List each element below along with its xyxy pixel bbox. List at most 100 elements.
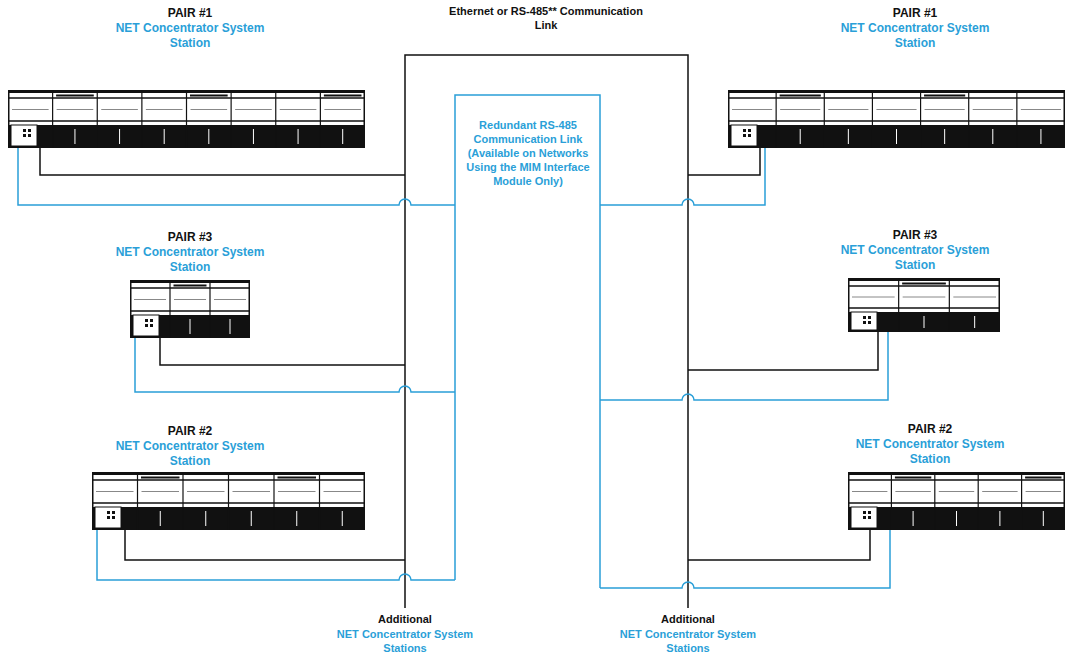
module-detail [230, 319, 231, 334]
interface-port [23, 134, 26, 137]
module-detail [146, 109, 183, 110]
module-detail [253, 129, 254, 144]
module-detail [924, 316, 925, 328]
link-label: Redundant RS-485 Communication Link (Ava… [462, 118, 594, 188]
interface-port [868, 511, 871, 514]
module-detail [876, 109, 916, 110]
module-divider [137, 472, 138, 530]
station-cabinet [728, 90, 1065, 148]
module-detail [174, 299, 206, 300]
station-node: PAIR #2NET Concentrator System Station [840, 422, 1065, 530]
module-divider [209, 280, 210, 338]
cabinet-top [848, 472, 1065, 475]
interface-port [145, 319, 148, 322]
interface-port [748, 134, 751, 137]
module-detail [992, 129, 993, 144]
interface-module [133, 315, 159, 336]
module-detail [953, 297, 996, 298]
interface-port [748, 129, 751, 132]
module-detail [848, 129, 849, 144]
note-label: NET Concentrator System Stations [603, 627, 773, 655]
interface-port [28, 129, 31, 132]
interface-port [863, 511, 866, 514]
station-cabinet [130, 280, 250, 338]
module-divider [891, 472, 892, 530]
interface-port [863, 316, 866, 319]
cabinet-row [848, 307, 1000, 309]
module-detail [205, 511, 206, 526]
module-detail [74, 129, 75, 144]
module-detail [208, 129, 209, 144]
station-node: PAIR #2NET Concentrator System Station [92, 424, 365, 530]
module-detail [1040, 129, 1041, 144]
interface-port [863, 516, 866, 519]
cabinet-base [848, 312, 1000, 332]
interface-port [23, 129, 26, 132]
interface-port [868, 316, 871, 319]
module-display [278, 477, 316, 478]
cabinet-top [848, 278, 1000, 281]
module-detail [278, 491, 316, 492]
station-name: NET Concentrator System Station [840, 437, 1020, 467]
module-detail [852, 491, 887, 492]
station-cabinet-box [728, 90, 1065, 152]
module-detail [187, 491, 225, 492]
station-cabinet-box [848, 472, 1065, 534]
module-divider [319, 472, 320, 530]
module-detail [342, 129, 343, 144]
interface-port [863, 321, 866, 324]
cabinet-outline [93, 473, 365, 530]
note-label: Additional [360, 612, 450, 626]
station-cabinet-box [130, 280, 250, 342]
interface-module [851, 312, 877, 330]
module-divider [824, 90, 825, 148]
module-detail [164, 129, 165, 144]
module-detail [296, 511, 297, 526]
station-cabinet [8, 90, 365, 148]
module-detail [732, 109, 772, 110]
module-detail [939, 491, 974, 492]
station-node: PAIR #3NET Concentrator System Station [100, 230, 280, 338]
module-divider [169, 280, 170, 338]
module-display [903, 283, 946, 284]
interface-port [150, 319, 153, 322]
module-divider [898, 278, 899, 332]
interface-module [851, 507, 877, 528]
interface-port [112, 511, 115, 514]
module-detail [190, 319, 191, 334]
module-divider [273, 472, 274, 530]
module-detail [956, 511, 957, 526]
cabinet-outline [9, 91, 365, 148]
station-name: NET Concentrator System Station [100, 21, 280, 51]
module-detail [324, 491, 362, 492]
station-heading: PAIR #2NET Concentrator System Station [100, 424, 280, 469]
station-node: PAIR #3NET Concentrator System Station [825, 228, 1005, 332]
interface-port [150, 324, 153, 327]
module-detail [944, 129, 945, 144]
module-display [895, 477, 930, 478]
module-display [1026, 477, 1061, 478]
interface-port [743, 129, 746, 132]
module-divider [1016, 90, 1017, 148]
module-divider [52, 90, 53, 148]
module-detail [982, 491, 1017, 492]
interface-module [11, 125, 37, 146]
module-detail [925, 109, 965, 110]
cabinet-row [728, 97, 1065, 99]
module-divider [978, 472, 979, 530]
module-detail [119, 129, 120, 144]
module-display [142, 477, 180, 478]
interface-module [731, 125, 757, 146]
cabinet-row [728, 120, 1065, 122]
module-divider [186, 90, 187, 148]
cabinet-outline [849, 279, 1000, 332]
module-detail [973, 109, 1013, 110]
module-display [191, 95, 228, 96]
module-detail [999, 511, 1000, 526]
module-detail [280, 109, 317, 110]
pair-number: PAIR #1 [825, 6, 1005, 21]
module-detail [903, 297, 946, 298]
station-cabinet [848, 472, 1065, 530]
cabinet-outline [131, 281, 250, 338]
module-detail [298, 129, 299, 144]
